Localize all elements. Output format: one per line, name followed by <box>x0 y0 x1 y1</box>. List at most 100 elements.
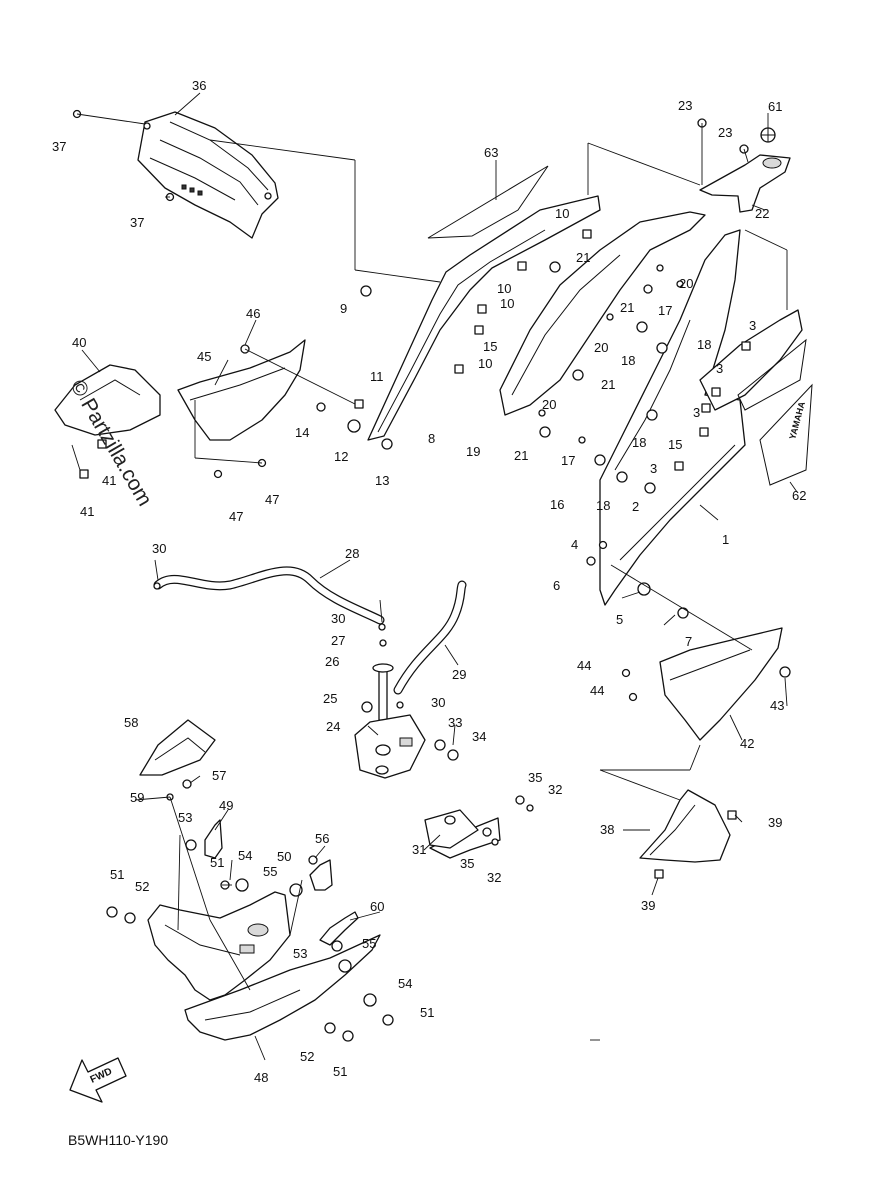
callout-21c: 21 <box>601 377 615 392</box>
fastener-53-a <box>185 839 197 851</box>
fastener-6 <box>586 556 596 566</box>
fastener-52-a <box>124 912 136 924</box>
fastener-21-b <box>643 284 653 294</box>
fastener-41-a <box>97 439 107 449</box>
fastener-17-b <box>578 436 586 444</box>
callout-63: 63 <box>484 145 498 160</box>
callout-41a: 41 <box>102 473 116 488</box>
fasteners <box>72 109 791 1042</box>
callout-20b: 20 <box>594 340 608 355</box>
part-62-decal: YAMAHA <box>759 383 813 486</box>
fastener-35-a <box>515 795 525 805</box>
callout-15a: 15 <box>483 339 497 354</box>
callout-35a: 35 <box>528 770 542 785</box>
part-48-front-cowl <box>147 891 381 1041</box>
callout-20c: 20 <box>542 397 556 412</box>
fastener-10-c <box>477 304 487 314</box>
callout-10c: 10 <box>500 296 514 311</box>
fastener-18-d <box>616 471 628 483</box>
callout-23a: 23 <box>678 98 692 113</box>
callout-30a: 30 <box>152 541 166 556</box>
callout-23b: 23 <box>718 125 732 140</box>
part-38-lower-cover <box>639 789 731 863</box>
fastener-39-a <box>727 810 737 820</box>
callout-18b: 18 <box>697 337 711 352</box>
callout-37b: 37 <box>130 215 144 230</box>
callout-54a: 54 <box>238 848 252 863</box>
fastener-3-d <box>674 461 684 471</box>
callout-12: 12 <box>334 449 348 464</box>
callout-58: 58 <box>124 715 138 730</box>
callout-27: 27 <box>331 633 345 648</box>
fastener-18-c <box>646 409 658 421</box>
fastener-15-b <box>699 427 709 437</box>
callout-46: 46 <box>246 306 260 321</box>
fastener-30-c <box>396 701 404 709</box>
part-62-upper-decal <box>737 338 807 411</box>
fastener-12 <box>347 419 361 433</box>
fastener-13 <box>381 438 393 450</box>
fastener-51-b <box>106 906 118 918</box>
callout-33: 33 <box>448 715 462 730</box>
callout-48: 48 <box>254 1070 268 1085</box>
callout-39b: 39 <box>641 898 655 913</box>
callout-3a: 3 <box>749 318 756 333</box>
callout-21b: 21 <box>620 300 634 315</box>
fastener-39-b <box>654 869 664 879</box>
fastener-2 <box>644 482 656 494</box>
callout-3b: 3 <box>716 361 723 376</box>
callout-37a: 37 <box>52 139 66 154</box>
callout-35b: 35 <box>460 856 474 871</box>
decal-text: YAMAHA <box>787 400 807 440</box>
callout-47a: 47 <box>265 492 279 507</box>
part-26-fitting <box>372 663 394 721</box>
callout-43: 43 <box>770 698 784 713</box>
callout-labels: 1 2 3 3 3 3 4 5 6 7 8 9 10 10 10 10 11 1… <box>52 78 806 1085</box>
callout-10d: 10 <box>478 356 492 371</box>
fastener-30-a <box>153 582 161 590</box>
part-61-cap <box>760 127 776 143</box>
callout-28: 28 <box>345 546 359 561</box>
callout-7: 7 <box>685 634 692 649</box>
fastener-55-b <box>338 959 352 973</box>
callout-2: 2 <box>632 499 639 514</box>
fastener-41-b <box>79 469 89 479</box>
callout-21a: 21 <box>576 250 590 265</box>
part-40-small-cover <box>54 364 161 436</box>
callout-49: 49 <box>219 798 233 813</box>
part-45-inner-cover <box>177 339 306 441</box>
callout-55a: 55 <box>263 864 277 879</box>
callout-52b: 52 <box>300 1049 314 1064</box>
callout-53a: 53 <box>178 810 192 825</box>
callout-45: 45 <box>197 349 211 364</box>
fastener-34 <box>447 749 459 761</box>
callout-22: 22 <box>755 206 769 221</box>
callout-19: 19 <box>466 444 480 459</box>
callout-5: 5 <box>616 612 623 627</box>
callout-20a: 20 <box>679 276 693 291</box>
callout-52a: 52 <box>135 879 149 894</box>
fastener-16 <box>594 454 606 466</box>
callout-44b: 44 <box>590 683 604 698</box>
callout-6: 6 <box>553 578 560 593</box>
callout-25: 25 <box>323 691 337 706</box>
callout-31: 31 <box>412 842 426 857</box>
part-36-cover <box>137 111 279 239</box>
callout-57: 57 <box>212 768 226 783</box>
fastener-18-b <box>656 342 668 354</box>
callout-51b: 51 <box>110 867 124 882</box>
callout-17a: 17 <box>658 303 672 318</box>
fastener-30-b <box>378 623 386 631</box>
fastener-21-d <box>539 426 551 438</box>
callout-15b: 15 <box>668 437 682 452</box>
fastener-18-a <box>636 321 648 333</box>
part-29-hose <box>393 580 467 695</box>
fastener-10-a <box>582 229 592 239</box>
fastener-44-b <box>628 692 638 702</box>
part-58-screen <box>139 719 216 776</box>
fastener-27 <box>379 639 387 647</box>
part-1-side-cover <box>599 229 746 606</box>
callout-3c: 3 <box>693 405 700 420</box>
part-28-hose <box>153 566 385 625</box>
fastener-51-d <box>342 1030 354 1042</box>
